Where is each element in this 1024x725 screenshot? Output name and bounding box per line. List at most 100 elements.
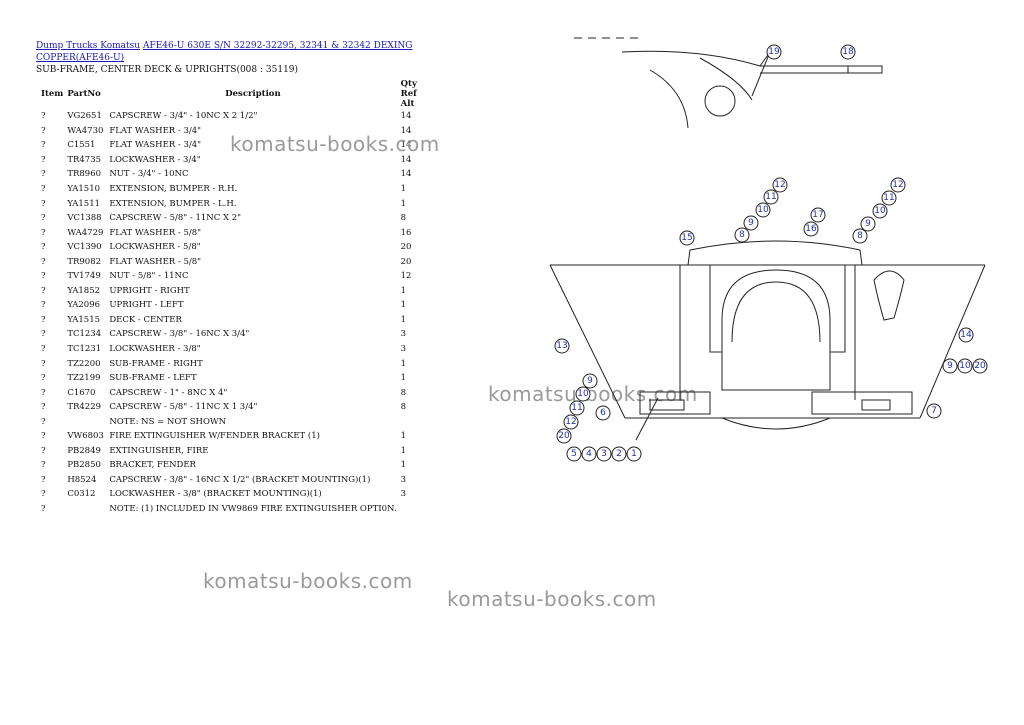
breadcrumb-model-link[interactable]: AFE46-U 630E S/N 32292-32295, 32341 & 32… [36,41,413,63]
row-item: ? [41,256,46,267]
row-item: ? [41,445,46,456]
row-description: FLAT WASHER - 5/8" [109,227,202,238]
row-qty: 1 [400,460,407,471]
row-partno: C1551 [67,140,96,151]
row-partno: YA1511 [67,198,101,209]
row-description: CAPSCREW - 3/8" - 16NC X 1/2" (BRACKET M… [109,474,371,485]
row-item: ? [41,314,46,325]
row-description: DECK - CENTER [109,314,182,325]
row-item: ? [41,242,46,253]
row-partno: YA1515 [67,314,101,325]
row-qty: 1 [400,184,407,194]
row-partno: TV1749 [67,271,101,282]
section-title: SUB-FRAME, CENTER DECK & UPRIGHTS(008 : … [36,65,299,75]
breadcrumb-parent-link[interactable]: Dump Trucks Komatsu [36,41,141,51]
row-qty: 12 [400,271,412,282]
row-item: ? [41,358,46,369]
row-item: ? [41,198,46,209]
watermark: komatsu-books.com [203,569,413,593]
callout-12: 12 [892,180,903,190]
row-item: ? [41,169,46,180]
row-item: ? [41,489,46,500]
row-qty: 8 [400,213,407,224]
row-description: FIRE EXTINGUISHER W/FENDER BRACKET (1) [109,431,320,442]
row-item: ? [41,140,46,151]
callout-10: 10 [577,389,589,399]
row-item: ? [41,111,46,122]
row-qty: 14 [400,154,412,165]
table-row: ? VW6803 FIRE EXTINGUISHER W/FENDER BRACKE… [36,429,423,444]
callout-9: 9 [748,218,754,228]
callout-18: 18 [842,47,854,57]
row-item: ? [41,431,46,442]
callout-3: 3 [601,449,607,459]
callout-15: 15 [681,233,692,243]
callout-11: 11 [765,192,776,202]
callout-11: 11 [883,193,894,203]
row-partno: VG2651 [67,111,102,122]
row-qty: 1 [400,431,407,442]
row-item: ? [41,460,46,471]
diagram-callouts: 19 18 12 11 10 9 8 17 16 15 12 11 10 9 8… [554,44,988,462]
row-description: BRACKET, FENDER [109,460,196,471]
row-item: ? [41,125,46,136]
callout-10: 10 [959,361,971,371]
row-description: EXTENSION, BUMPER - R.H. [109,184,238,194]
row-partno: VC1388 [67,213,102,224]
row-description: LOCKWASHER - 3/8" [109,344,201,355]
row-description: CAPSCREW - 3/4" - 10NC X 2 1/2" [109,111,258,122]
row-partno: PB2850 [67,460,101,471]
callout-20: 20 [974,361,986,371]
callout-16: 16 [805,224,817,234]
breadcrumb: Dump Trucks Komatsu AFE46-U 630E S/N 322… [36,40,476,64]
row-partno: YA1852 [67,285,101,296]
row-partno: TR9082 [67,256,102,267]
row-qty: 3 [400,329,407,340]
header-qty: Qty Ref Alt [400,79,417,109]
row-partno [65,414,107,429]
row-item: ? [41,285,46,296]
row-description: SUB-FRAME - LEFT [109,373,197,384]
row-partno: YA2096 [67,300,101,311]
row-partno: VW6803 [67,431,104,442]
row-qty: 1 [400,373,407,384]
row-description: LOCKWASHER - 5/8" [109,242,201,253]
row-qty: 3 [400,344,407,355]
callout-9: 9 [587,376,593,386]
row-description: UPRIGHT - RIGHT [109,285,190,296]
row-partno: TC1234 [67,329,102,340]
row-partno [65,502,107,517]
row-qty: 3 [400,489,407,500]
callout-12: 12 [774,180,785,190]
watermark: komatsu-books.com [447,587,657,611]
row-qty [399,414,423,429]
parts-diagram: 19 18 12 11 10 9 8 17 16 15 12 11 10 9 8… [549,37,988,462]
row-item: ? [41,504,46,515]
row-item: ? [41,300,46,311]
row-item: ? [41,373,46,384]
row-partno: TR4735 [67,154,102,165]
header-item: Item [41,89,64,99]
row-qty: 14 [400,169,412,180]
row-qty: 1 [400,300,407,311]
row-qty: 14 [400,125,412,136]
row-item: ? [41,184,46,194]
row-qty [399,502,423,517]
table-header-row: Item PartNo Description Qty Ref Alt [36,79,423,109]
callout-9: 9 [947,361,953,371]
row-qty: 20 [400,256,412,267]
row-item: ? [41,329,46,340]
row-description: LOCKWASHER - 3/4" [109,154,201,165]
row-partno: C0312 [67,489,96,500]
